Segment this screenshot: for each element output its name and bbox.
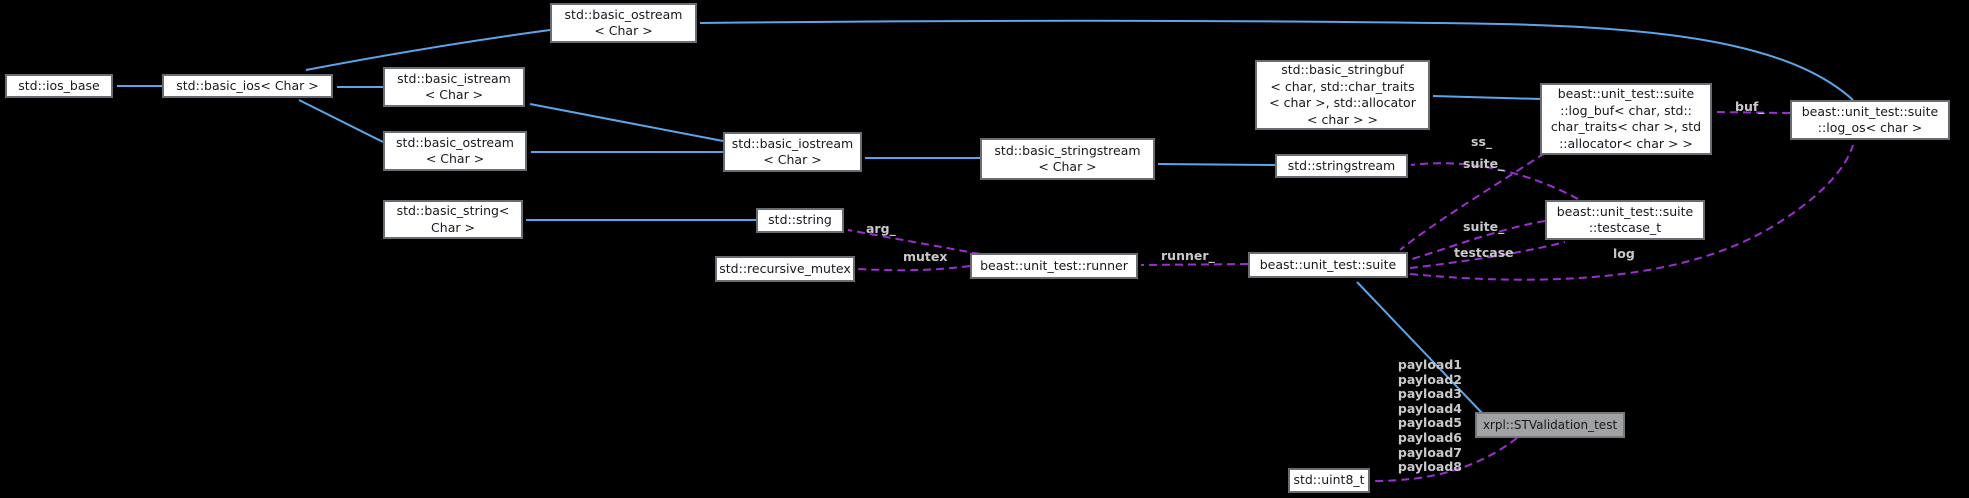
inherit-stringstream-to-basic-stringstream [1157, 163, 1276, 166]
node-std-string[interactable]: std::string [756, 208, 844, 233]
node-std-basic-stringbuf[interactable]: std::basic_stringbuf < char, std::char_t… [1255, 60, 1430, 130]
edge-label-log: log [1613, 246, 1635, 261]
edge-label-payloads: payload1 payload2 payload3 payload4 payl… [1397, 357, 1462, 475]
usage-suite-log-to-log-os [1409, 144, 1854, 281]
usage-runner-arg-to-string [847, 229, 981, 255]
edge-label-suite-lower: suite_ [1463, 219, 1505, 234]
node-beast-unit-test-suite[interactable]: beast::unit_test::suite [1248, 252, 1408, 278]
inherit-stvalidation-to-suite [1356, 281, 1483, 414]
node-std-basic-ios[interactable]: std::basic_ios< Char > [162, 74, 333, 98]
edge-label-testcase: testcase [1454, 245, 1514, 260]
node-beast-unit-test-runner[interactable]: beast::unit_test::runner [970, 253, 1138, 279]
node-xrpl-stvalidation-test: xrpl::STValidation_test [1475, 412, 1625, 438]
node-std-uint8-t[interactable]: std::uint8_t [1288, 468, 1370, 493]
node-std-basic-stringstream[interactable]: std::basic_stringstream < Char > [980, 138, 1155, 180]
inherit-basic-ostream-mid-to-basic-ios [298, 99, 384, 143]
node-beast-suite-log-os[interactable]: beast::unit_test::suite ::log_os< char > [1790, 100, 1950, 140]
node-std-stringstream[interactable]: std::stringstream [1275, 154, 1408, 178]
inherit-log-os-to-basic-ostream-top [699, 19, 1854, 101]
inherit-basic-iostream-to-basic-istream [529, 103, 724, 142]
inherit-basic-ostream-top-to-basic-ios [305, 29, 551, 71]
node-std-basic-iostream[interactable]: std::basic_iostream < Char > [723, 132, 862, 172]
inherit-log-buf-to-basic-stringbuf [1432, 95, 1541, 100]
node-std-recursive-mutex[interactable]: std::recursive_mutex [715, 256, 855, 282]
node-beast-suite-log-buf[interactable]: beast::unit_test::suite ::log_buf< char,… [1540, 83, 1712, 155]
edge-label-ss: ss_ [1471, 134, 1493, 149]
usage-runner-mutex-to-recursive-mutex [857, 265, 971, 272]
node-std-basic-istream[interactable]: std::basic_istream < Char > [383, 67, 525, 107]
node-std-ios-base[interactable]: std::ios_base [5, 74, 113, 98]
edge-label-runner: runner_ [1161, 248, 1215, 263]
usage-log-buf-suite-to-suite [1399, 152, 1546, 251]
usage-suite-runner-to-runner [1140, 263, 1249, 266]
edge-label-arg: arg_ [866, 221, 896, 236]
node-std-basic-ostream-top[interactable]: std::basic_ostream < Char > [550, 3, 697, 43]
usage-suite-testcase-to-testcase-t [1409, 241, 1566, 269]
usage-testcase-suite-to-suite [1411, 220, 1546, 260]
edge-label-suite-upper: suite_ [1463, 156, 1505, 171]
node-beast-suite-testcase-t[interactable]: beast::unit_test::suite ::testcase_t [1545, 200, 1705, 240]
edge-label-buf: buf_ [1735, 99, 1765, 114]
usage-stvalidation-payloads-to-uint8 [1372, 437, 1518, 482]
edge-label-mutex: mutex [903, 249, 948, 264]
usage-testcase-ss-to-stringstream [1410, 162, 1579, 200]
node-std-basic-ostream-mid[interactable]: std::basic_ostream < Char > [383, 131, 527, 171]
node-std-basic-string[interactable]: std::basic_string< Char > [383, 200, 523, 239]
